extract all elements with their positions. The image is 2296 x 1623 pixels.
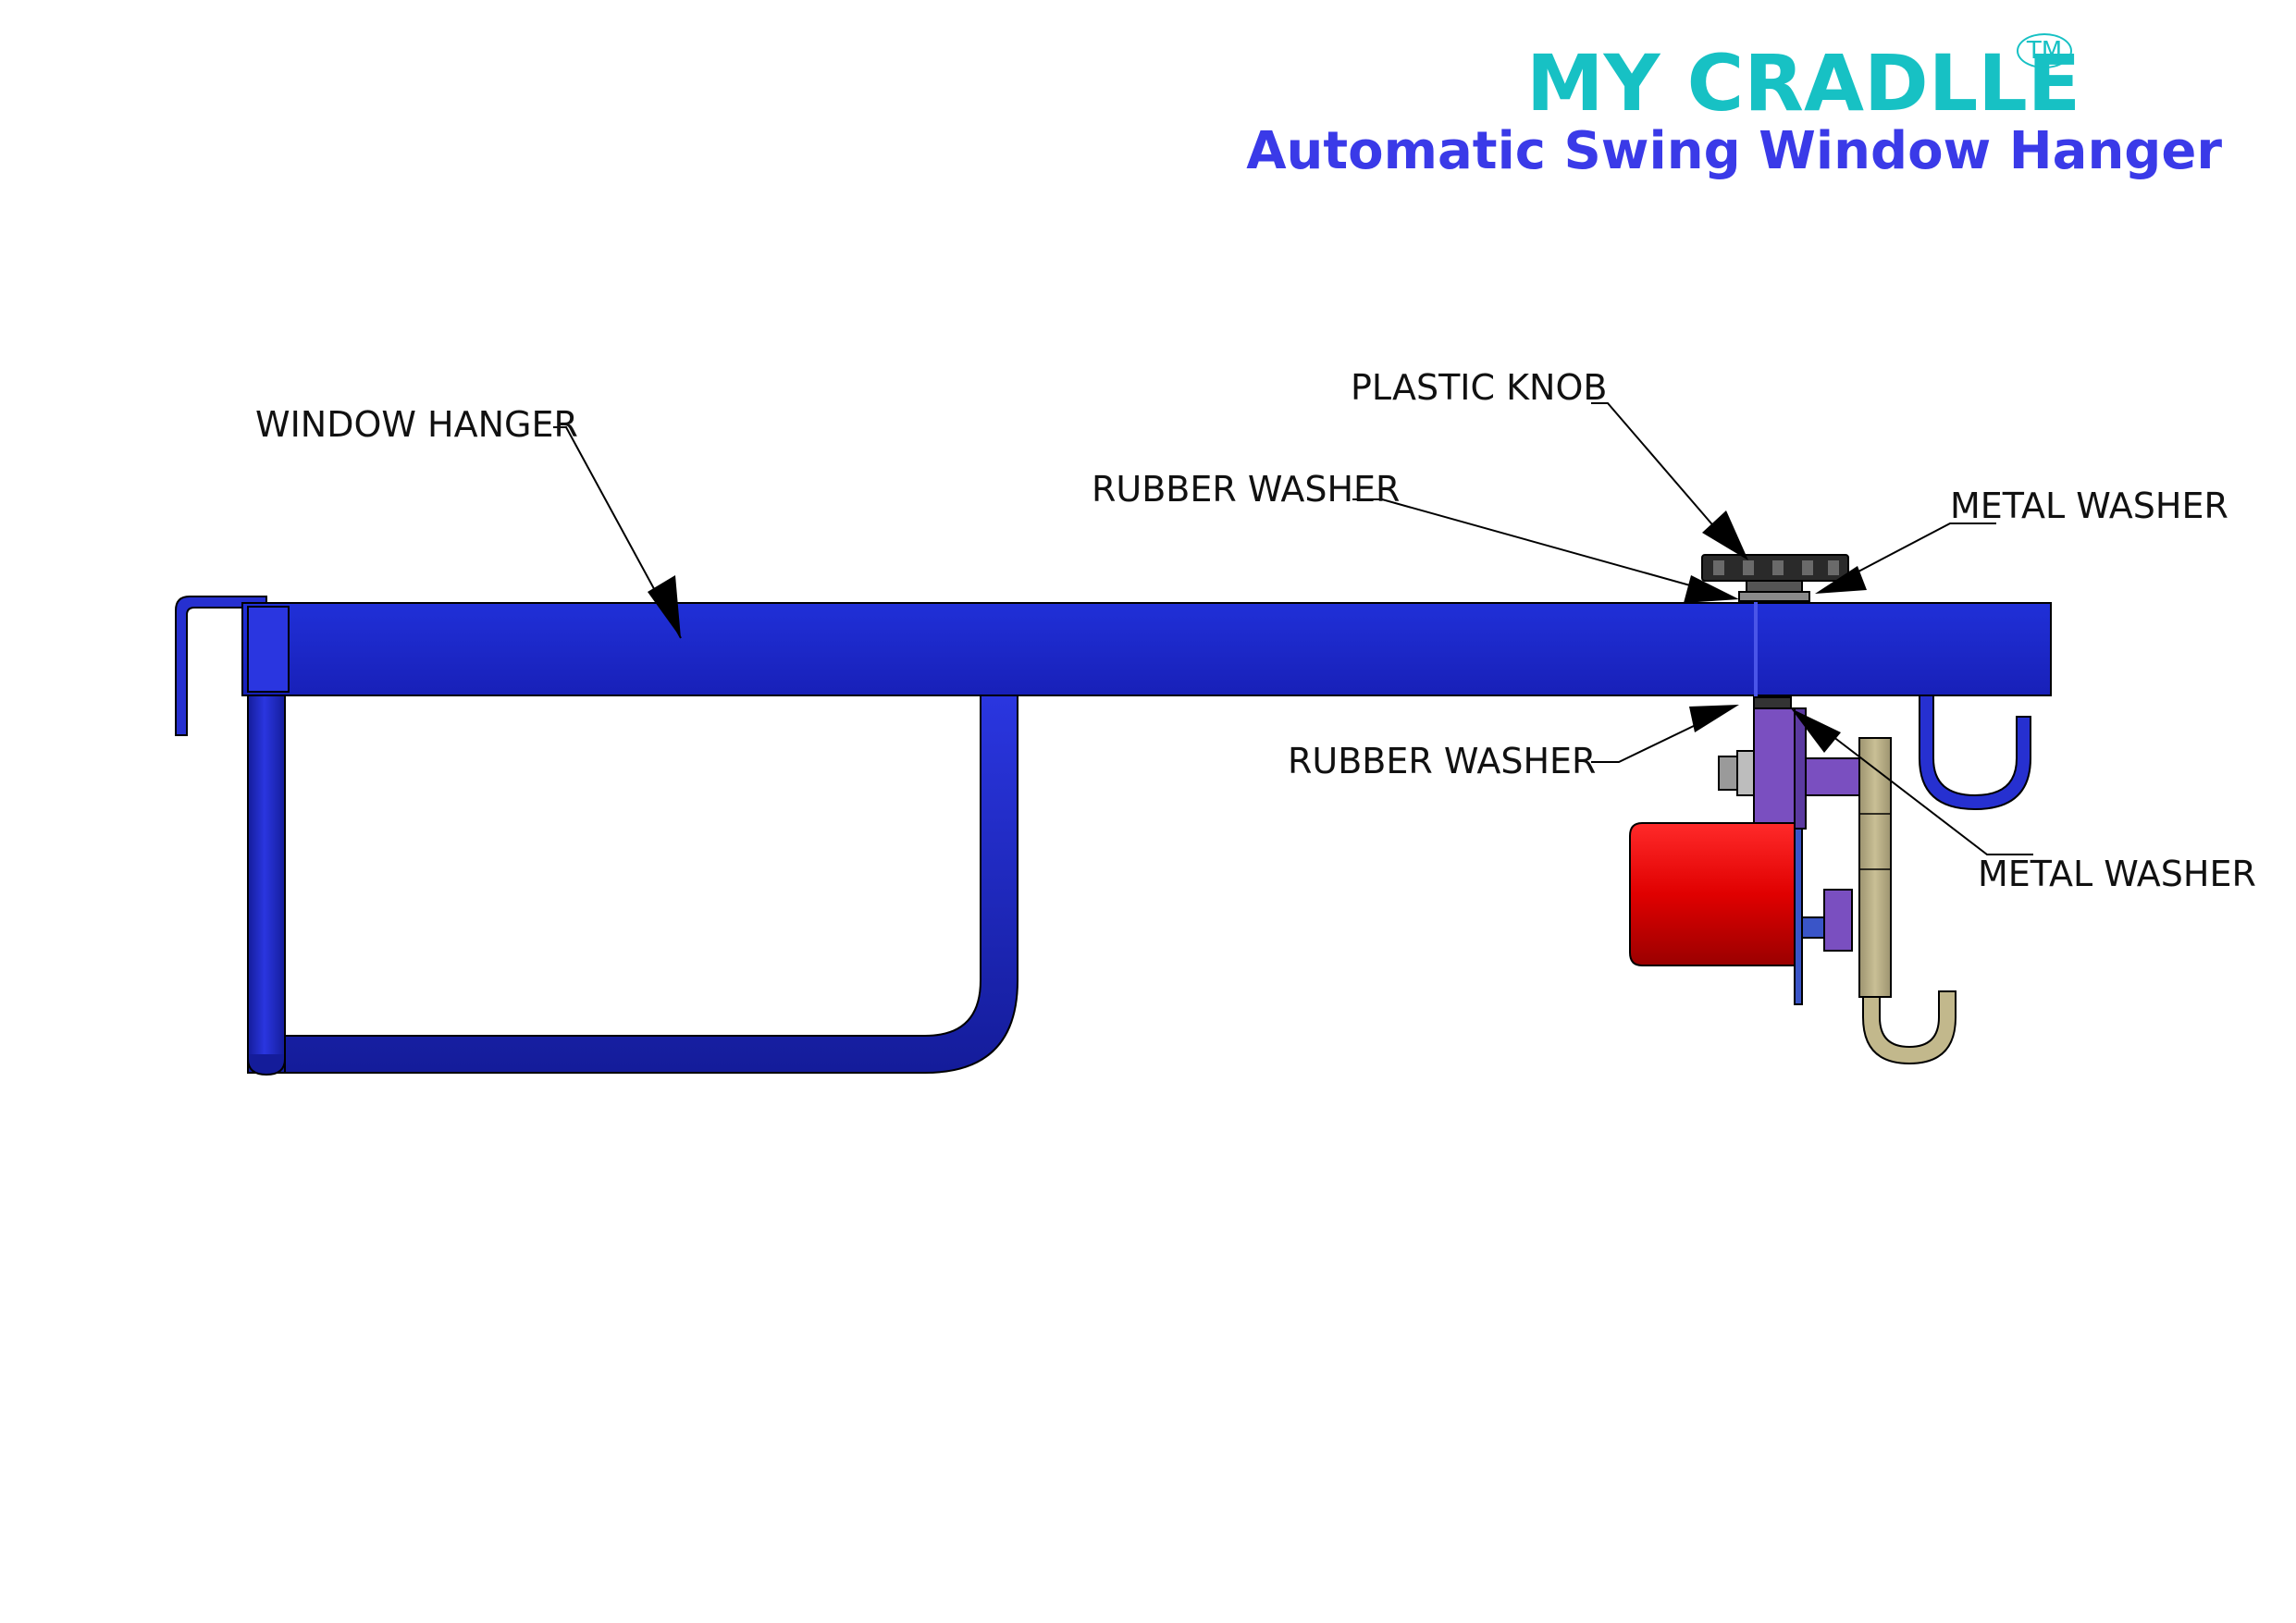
label-rubber-washer-top: RUBBER WASHER — [1092, 469, 1401, 510]
j-hook — [1919, 695, 2031, 811]
plastic-knob — [1701, 554, 1849, 602]
label-metal-washer-top: METAL WASHER — [1950, 486, 2228, 526]
label-metal-washer-bottom: METAL WASHER — [1978, 854, 2256, 894]
label-rubber-washer-bottom: RUBBER WASHER — [1288, 741, 1597, 781]
diagram-subtitle: Automatic Swing Window Hanger — [1246, 121, 2222, 181]
u-frame-tube — [247, 688, 1018, 1076]
swing-motor — [1629, 822, 1853, 966]
hanger-bar — [241, 601, 2052, 697]
brand-title: MY CRADLLE — [1526, 38, 2081, 129]
label-window-hanger: WINDOW HANGER — [255, 404, 578, 445]
label-plastic-knob: PLASTIC KNOB — [1351, 367, 1608, 408]
arrowheads — [648, 510, 1867, 753]
trademark-mark: TM — [2017, 33, 2072, 68]
swing-hook — [1858, 737, 1957, 1065]
leader-lines — [553, 402, 2033, 855]
